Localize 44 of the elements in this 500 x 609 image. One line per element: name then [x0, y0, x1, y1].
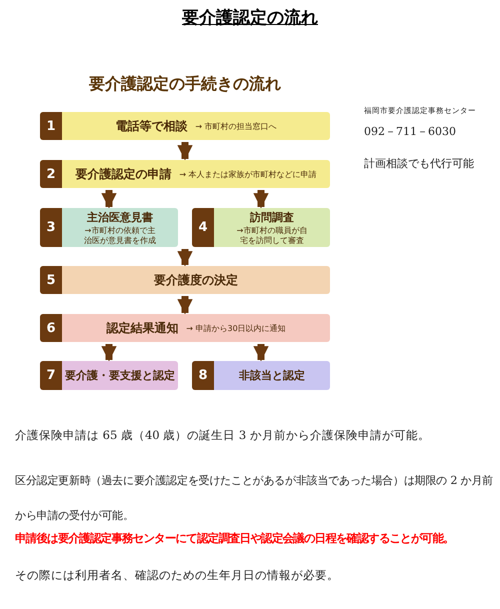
step-box: [40, 266, 330, 294]
step-heading: 要介護認定の申請: [75, 166, 172, 182]
step-number: 3: [40, 208, 62, 247]
arrow: [253, 190, 269, 209]
step-note: →市町村の職員が自宅を訪問して審査: [236, 226, 308, 245]
arrow: [101, 344, 117, 362]
step-box: [40, 112, 330, 140]
step-number: 8: [192, 361, 214, 390]
arrow: [253, 344, 269, 362]
paragraph: 介護保険申請は 65 歳（40 歳）の誕生日 3 か月前から介護保険申請が可能。: [15, 428, 431, 443]
step-number: 4: [192, 208, 214, 247]
step-number: 6: [40, 314, 62, 342]
step-heading: 要介護度の決定: [154, 272, 238, 288]
arrow: [101, 190, 117, 209]
step-box: [40, 314, 330, 342]
paragraph: その際には利用者名、確認のための生年月日の情報が必要。: [15, 568, 340, 583]
diagram-heading: 要介護認定の手続きの流れ: [88, 74, 282, 95]
highlighted-paragraph: 申請後は要介護認定事務センターにて認定調査日や認定会議の日程を確認することが可能。: [15, 531, 455, 546]
step-note: → 本人または家族が市町村などに申請: [179, 168, 317, 180]
step-box: [192, 208, 330, 247]
step-number: 5: [40, 266, 62, 294]
step-note: → 申請から30日以内に通知: [186, 322, 286, 334]
paragraph: 区分認定更新時（過去に要介護認定を受けたことがあるが非該当であった場合）は期限の 2 か月前から申請の受付が可能。: [15, 473, 494, 524]
step-box: [40, 160, 330, 188]
note-text: 計画相談でも代行可能: [364, 156, 474, 171]
step-box: [192, 361, 330, 390]
arrow: [177, 296, 193, 315]
step-note: → 市町村の担当窓口へ: [195, 120, 277, 132]
step-box: [40, 361, 178, 390]
phone-number: 092－711－6030: [364, 124, 456, 139]
step-number: 7: [40, 361, 62, 390]
step-heading: 認定結果通知: [106, 320, 178, 336]
step-number: 2: [40, 160, 62, 188]
step-heading: 要介護・要支援と認定: [65, 368, 175, 383]
page-title: 要介護認定の流れ: [182, 8, 318, 28]
step-box: [40, 208, 178, 247]
arrow: [177, 142, 193, 161]
step-heading: 訪問調査: [250, 210, 294, 226]
arrow: [177, 249, 193, 267]
step-heading: 電話等で相談: [115, 118, 188, 134]
step-number: 1: [40, 112, 62, 140]
step-note: →市町村の依頼で主治医が意見書を作成: [83, 226, 157, 245]
step-heading: 非該当と認定: [239, 368, 305, 383]
step-heading: 主治医意見書: [87, 210, 153, 226]
